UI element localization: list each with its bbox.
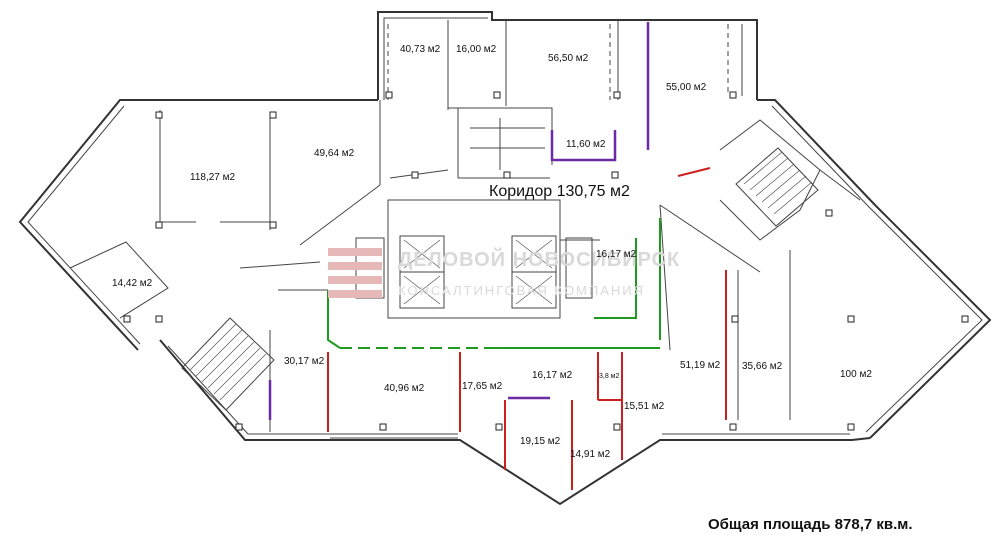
room-area-label: 16,17 м2 — [532, 370, 573, 381]
room-labels: 40,73 м2 16,00 м2 56,50 м2 55,00 м2 11,6… — [112, 44, 872, 460]
stairs-right — [735, 147, 819, 227]
room-area-label: 30,17 м2 — [284, 356, 325, 367]
room-area-label: 14,42 м2 — [112, 278, 153, 289]
green-partitions — [327, 218, 661, 349]
watermark-logo-icon — [328, 248, 382, 298]
purple-partitions — [268, 22, 650, 420]
room-area-label: 40,96 м2 — [384, 383, 425, 394]
watermark-title: ДЕЛОВОЙ НОВОСИБИРСК — [398, 247, 680, 271]
room-area-label: 118,27 м2 — [190, 172, 235, 183]
outer-walls — [18, 11, 992, 506]
room-area-label: 56,50 м2 — [548, 53, 589, 64]
stairs-left — [181, 317, 275, 411]
dashed-lines — [387, 24, 729, 100]
room-area-label: 51,19 м2 — [680, 360, 721, 371]
corridor-label: Коридор 130,75 м2 — [489, 183, 630, 200]
room-area-label: 14,91 м2 — [570, 449, 611, 460]
room-area-label: 35,66 м2 — [742, 361, 783, 372]
room-area-label: 15,51 м2 — [624, 401, 665, 412]
columns — [123, 91, 969, 431]
room-area-label: 100 м2 — [840, 369, 872, 380]
room-area-label: 49,64 м2 — [314, 148, 355, 159]
red-partitions — [327, 167, 727, 490]
room-area-label: 40,73 м2 — [400, 44, 441, 55]
room-area-label: 16,17 м2 — [596, 249, 637, 260]
total-area-label: Общая площадь 878,7 кв.м. — [708, 516, 913, 533]
room-area-label: 55,00 м2 — [666, 82, 707, 93]
watermark: ДЕЛОВОЙ НОВОСИБИРСК КОНСАЛТИНГОВАЯ КОМПА… — [328, 247, 680, 298]
watermark-subtitle: КОНСАЛТИНГОВАЯ КОМПАНИЯ — [398, 283, 645, 298]
room-area-label: 19,15 м2 — [520, 436, 561, 447]
room-area-label: 11,60 м2 — [566, 139, 606, 150]
room-area-label: 17,65 м2 — [462, 381, 503, 392]
room-area-label: 16,00 м2 — [456, 44, 497, 55]
room-area-label: 3,8 м2 — [599, 373, 619, 380]
